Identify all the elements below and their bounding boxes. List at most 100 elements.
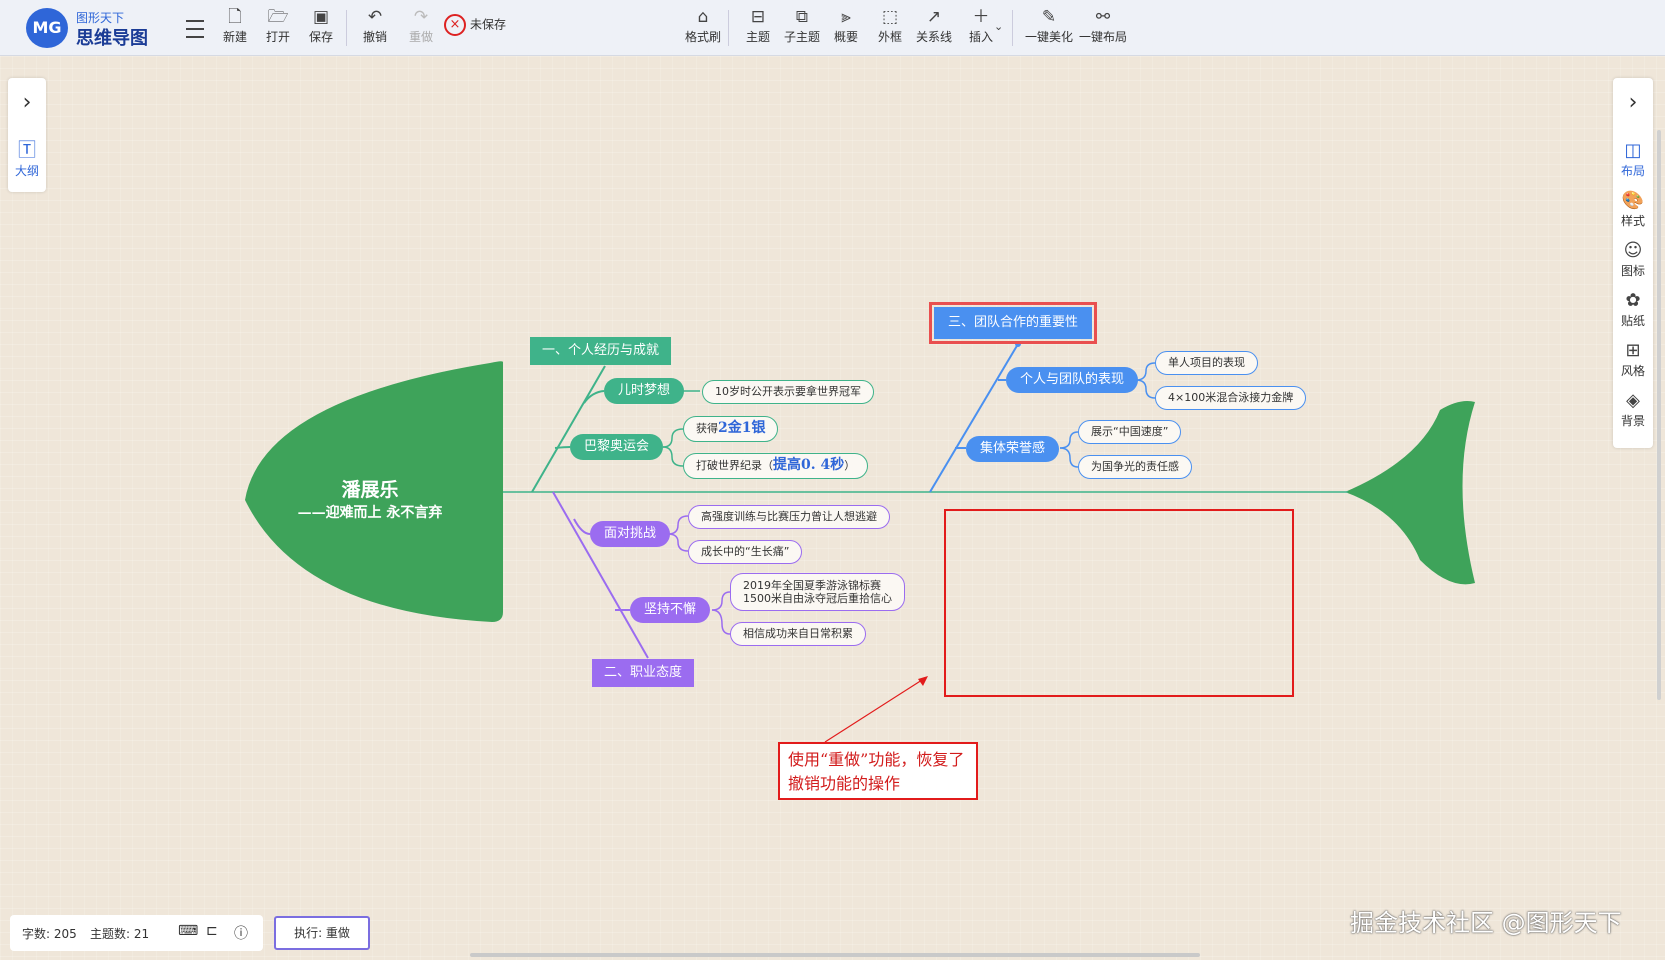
keyboard-icon[interactable]: ⌨ [178, 923, 199, 939]
horizontal-scrollbar[interactable] [470, 953, 1200, 957]
branch1-sub1-leaf[interactable]: 10岁时公开表示要拿世界冠军 [702, 380, 874, 404]
save-icon: ▣ [312, 7, 330, 27]
leaf-connector [662, 446, 684, 467]
branch3-sub2[interactable]: 集体荣誉感 [966, 436, 1060, 462]
branch1-sub2[interactable]: 巴黎奥运会 [570, 434, 664, 460]
style-label: 样式 [1620, 214, 1645, 228]
relation-line-button[interactable]: ↗ 关系线 [911, 6, 957, 50]
branch2-sub1-leaf1[interactable]: 高强度训练与比赛压力曾让人想逃避 [688, 505, 890, 529]
toolbar-divider [1012, 10, 1013, 46]
subtopic-button[interactable]: ⧉子主题 [779, 6, 825, 50]
summary-button[interactable]: ⫸概要 [823, 6, 869, 50]
connector [573, 518, 591, 535]
branch3-sub2-leaf2[interactable]: 为国争光的责任感 [1078, 455, 1192, 479]
watermark: 掘金技术社区 @图形天下 [1350, 909, 1622, 937]
unsaved-status: ×未保存 [444, 14, 506, 36]
outline-icon: 🅃 [18, 140, 36, 161]
fish-head[interactable] [245, 361, 503, 622]
branch3-sub1-leaf1[interactable]: 单人项目的表现 [1155, 351, 1258, 375]
central-topic[interactable]: 潘展乐 ——迎难而上 永不言弃 [270, 475, 470, 522]
connector [554, 446, 571, 449]
undo-button[interactable]: ↶ 撤销 [352, 6, 398, 50]
branch2-sub2-leaf2[interactable]: 相信成功来自日常积累 [730, 622, 866, 646]
redo-button[interactable]: ↷重做 [398, 6, 444, 50]
branch3-sub2-leaf1[interactable]: 展示“中国速度” [1078, 420, 1182, 444]
plus-icon: ＋ [972, 7, 990, 27]
toolbar-divider [346, 10, 347, 46]
map-view-icon[interactable]: ⊏ [206, 923, 218, 939]
layout-button[interactable]: ◫布局 [1613, 140, 1653, 179]
leaf-text: 打破世界纪录（ [696, 459, 773, 472]
expand-right-chevron-icon[interactable]: › [1628, 90, 1638, 115]
app-logo: MG [26, 8, 68, 48]
connector [583, 390, 605, 404]
branch3-sub1-leaf2[interactable]: 4×100米混合泳接力金牌 [1155, 386, 1307, 410]
branch1-sub1[interactable]: 儿时梦想 [604, 378, 685, 404]
branch1-sub2-leaf2[interactable]: 打破世界纪录（提高0. 4秒） [683, 453, 869, 479]
leaf-emphasis: 2金1银 [718, 420, 766, 436]
save-button[interactable]: ▣保存 [298, 6, 344, 50]
sticker-label: 贴纸 [1620, 314, 1645, 328]
open-button[interactable]: 🗁打开 [255, 6, 301, 50]
undo-label: 撤销 [362, 30, 387, 44]
beautify-button[interactable]: ✎一键美化 [1022, 6, 1076, 50]
palette-icon: 🎨 [1621, 190, 1645, 211]
outline-label: 大纲 [14, 164, 39, 178]
word-count: 字数: 205 [22, 927, 77, 941]
expand-left-chevron-icon[interactable]: › [22, 90, 32, 115]
new-file-icon: 🗋 [228, 7, 242, 27]
relation-line-icon: ↗ [926, 7, 942, 27]
leaf-emphasis: 提高0. 4秒 [773, 457, 845, 473]
theme-style-button[interactable]: ⊞风格 [1613, 340, 1653, 379]
branch3-sub1[interactable]: 个人与团队的表现 [1006, 367, 1139, 393]
leaf-connector [667, 515, 689, 535]
branch2-sub2[interactable]: 坚持不懈 [630, 597, 711, 623]
unsaved-icon: × [444, 14, 466, 36]
execute-status: 执行: 重做 [274, 916, 370, 950]
right-side-panel: › ◫布局 🎨 样式 ☺图标 ✿贴纸 ⊞风格 ◈背景 [1613, 78, 1653, 448]
toolbar-divider [728, 10, 729, 46]
outline-button[interactable]: 🅃 大纲 [8, 140, 46, 179]
branch2-sub1[interactable]: 面对挑战 [590, 521, 671, 547]
leaf-text: 获得 [696, 422, 718, 435]
leaf-connector [1135, 362, 1156, 381]
subtopic-label: 子主题 [783, 30, 820, 44]
style-button[interactable]: 🎨 样式 [1613, 190, 1653, 229]
boundary-button[interactable]: ⬚外框 [867, 6, 913, 50]
summary-label: 概要 [833, 30, 858, 44]
leaf-line: 1500米自由泳夺冠后重拾信心 [743, 592, 892, 605]
boundary-icon: ⬚ [881, 7, 899, 27]
branch2-sub1-leaf2[interactable]: 成长中的“生长痛” [688, 540, 803, 564]
bone-branch3 [929, 343, 1019, 493]
new-button[interactable]: 🗋新建 [212, 6, 258, 50]
branch3-topic[interactable]: 三、团队合作的重要性 [928, 302, 1098, 344]
smiley-icon: ☺ [1623, 240, 1643, 261]
topic-button[interactable]: ⊟主题 [735, 6, 781, 50]
leaf-connector [662, 428, 684, 448]
leaf-text: ） [844, 459, 856, 472]
chevron-down-icon[interactable]: ⌄ [994, 20, 1004, 33]
logo-mark: MG [32, 18, 62, 37]
icon-button[interactable]: ☺图标 [1613, 240, 1653, 279]
insert-button[interactable]: ＋插入 [958, 6, 1004, 50]
undo-icon: ↶ [367, 7, 383, 27]
grid-icon: ⊞ [1625, 340, 1641, 361]
open-label: 打开 [265, 30, 290, 44]
vertical-scrollbar[interactable] [1657, 130, 1661, 700]
hamburger-menu-icon[interactable] [186, 20, 204, 38]
left-side-panel: › 🅃 大纲 [8, 78, 46, 192]
relation-label: 关系线 [915, 30, 952, 44]
info-icon[interactable]: ⓘ [234, 926, 248, 942]
annotation-highlight-box [944, 509, 1294, 697]
auto-layout-button[interactable]: ⚯一键布局 [1076, 6, 1130, 50]
format-brush-button[interactable]: ⌂格式刷 [680, 6, 726, 50]
branch2-topic[interactable]: 二、职业态度 [592, 659, 695, 687]
leaf-connector [1135, 379, 1156, 399]
central-subtitle: ——迎难而上 永不言弃 [297, 505, 443, 521]
background-button[interactable]: ◈背景 [1613, 390, 1653, 429]
background-label: 背景 [1620, 414, 1645, 428]
branch1-sub2-leaf1[interactable]: 获得2金1银 [683, 416, 779, 442]
branch1-topic[interactable]: 一、个人经历与成就 [530, 337, 672, 365]
sticker-button[interactable]: ✿贴纸 [1613, 290, 1653, 329]
